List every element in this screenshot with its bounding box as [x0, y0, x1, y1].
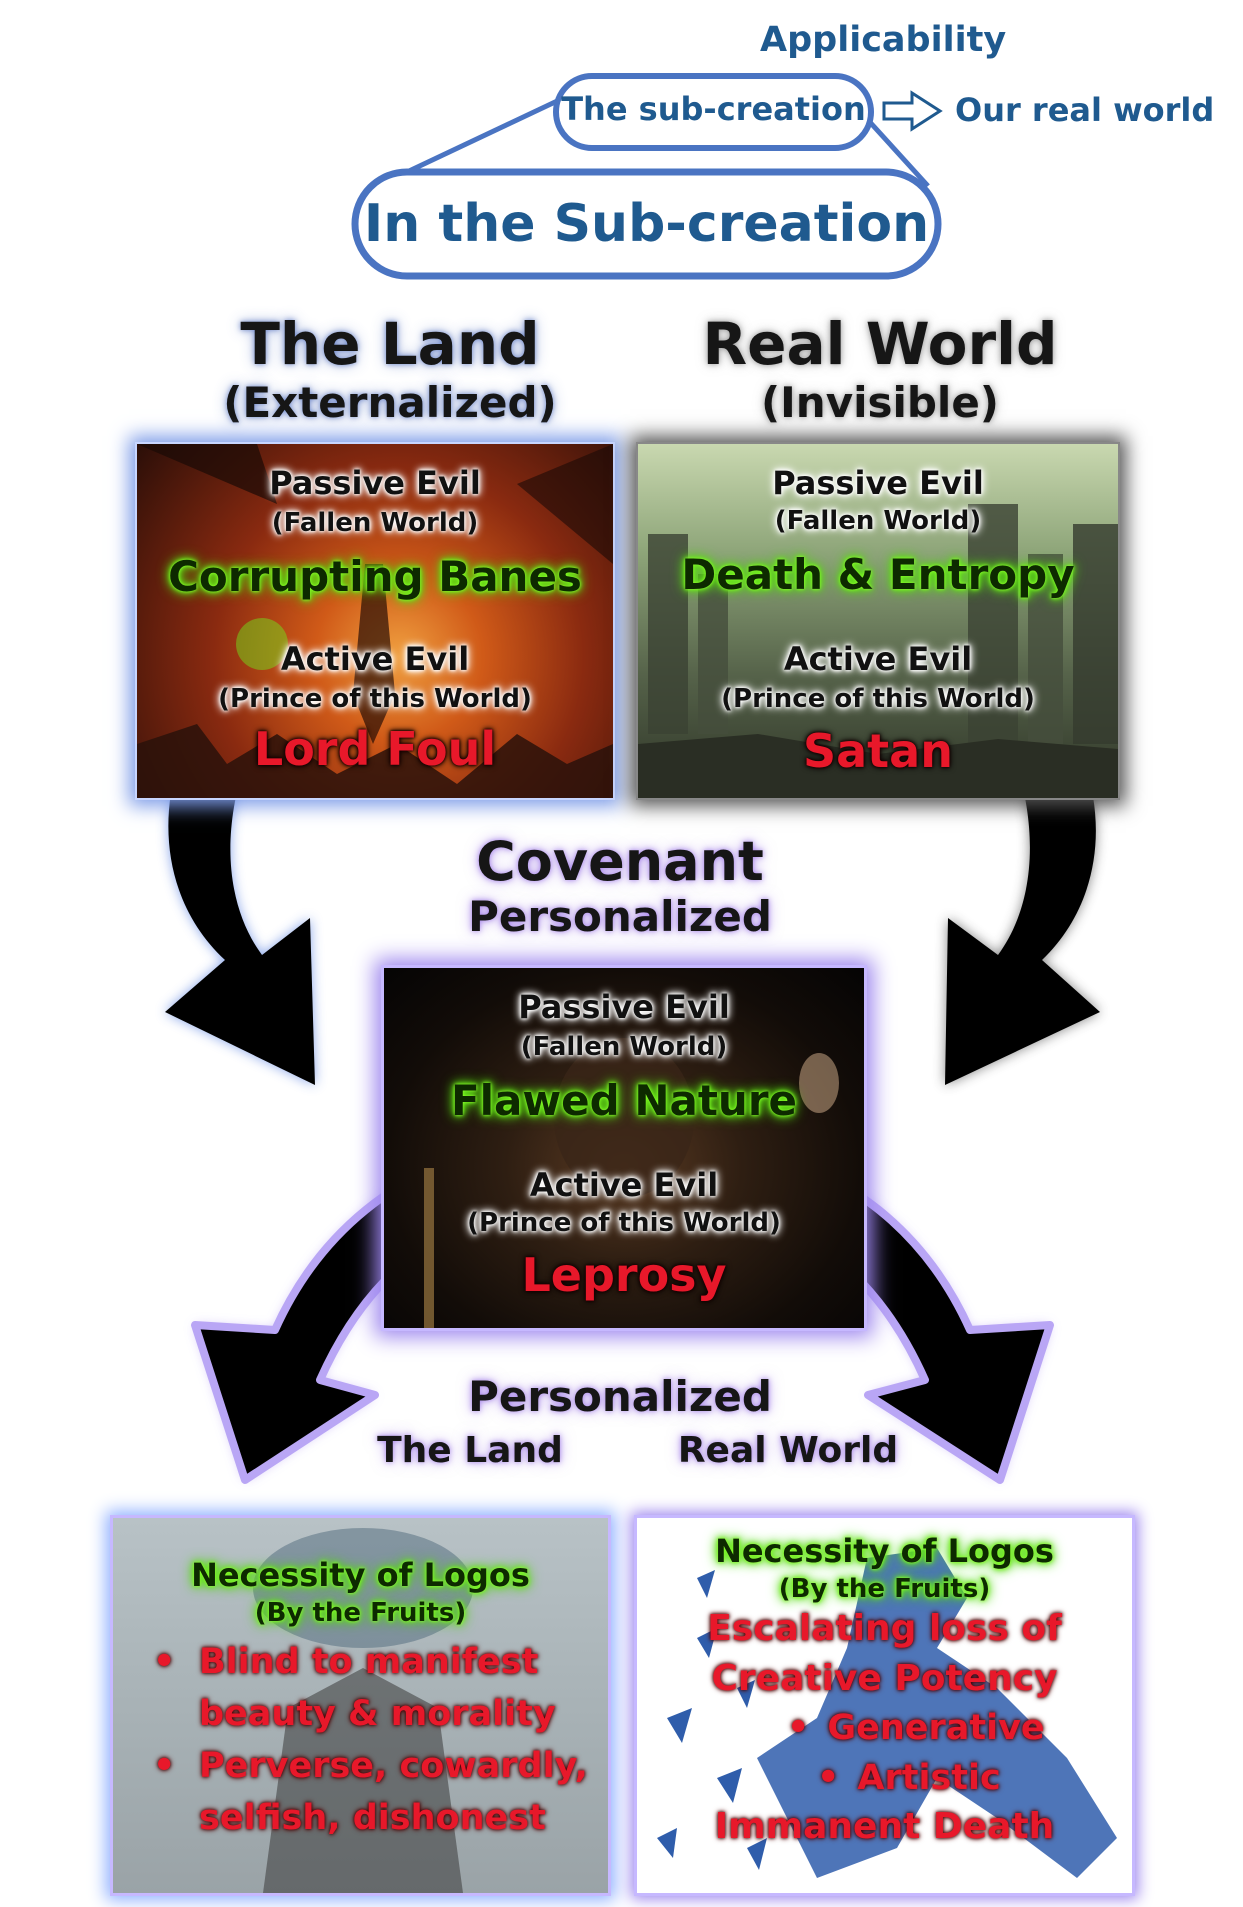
- real-world-label: Our real world: [955, 91, 1215, 129]
- personalized-land: The Land: [377, 1430, 563, 1471]
- covenant-passive-value: Flawed Nature: [450, 1076, 798, 1125]
- land-panel: Passive Evil (Fallen World) Corrupting B…: [137, 444, 613, 798]
- logos-realworld-bullet-2: •Artistic: [817, 1758, 1001, 1798]
- shattered-figure-backdrop: [657, 1548, 1117, 1878]
- covenant-fallen-label: (Fallen World): [520, 1032, 728, 1062]
- personalized-realworld: Real World: [677, 1430, 899, 1471]
- logos-land-bullet-1: • Blind to manifest beauty & morality: [153, 1642, 556, 1734]
- covenant-title: Covenant: [476, 830, 764, 893]
- covenant-passive-label: Passive Evil: [518, 988, 730, 1026]
- connector-right: [866, 118, 930, 188]
- right-arrow-icon: [882, 90, 943, 132]
- realworld-subtitle: (Invisible): [760, 378, 1000, 427]
- realworld-passive-label: Passive Evil: [772, 464, 984, 502]
- land-fallen-label: (Fallen World): [271, 508, 479, 538]
- covenant-prince-label: (Prince of this World): [467, 1208, 781, 1238]
- land-title: The Land: [240, 310, 540, 378]
- logos-land-panel: Necessity of Logos (By the Fruits) • Bli…: [113, 1518, 608, 1893]
- realworld-title: Real World: [702, 310, 1058, 378]
- logos-realworld-bullet-1: •Generative: [787, 1708, 1045, 1748]
- covenant-active-value: Leprosy: [521, 1248, 727, 1302]
- applicability-diagram: [351, 73, 943, 280]
- connector-left: [388, 91, 574, 183]
- logos-land-backdrop: [253, 1528, 473, 1893]
- logos-land-sub: (By the Fruits): [254, 1598, 467, 1628]
- personalized-title: Personalized: [468, 1372, 772, 1421]
- realworld-backdrop: [638, 504, 1118, 798]
- main-title-bubble: [351, 168, 942, 280]
- realworld-panel: Passive Evil (Fallen World) Death & Entr…: [638, 444, 1118, 798]
- realworld-active-label: Active Evil: [783, 640, 973, 678]
- covenant-panel: Passive Evil (Fallen World) Flawed Natur…: [384, 968, 864, 1328]
- land-active-label: Active Evil: [280, 640, 470, 678]
- applicability-title: Applicability: [760, 20, 1007, 60]
- logos-realworld-line1: Escalating loss of: [707, 1608, 1062, 1649]
- covenant-active-label: Active Evil: [529, 1166, 719, 1204]
- covenant-subtitle: Personalized: [468, 892, 772, 941]
- logos-realworld-sub: (By the Fruits): [778, 1574, 991, 1604]
- land-prince-label: (Prince of this World): [218, 684, 532, 714]
- logos-land-bullet-2: • Perverse, cowardly, selfish, dishonest: [153, 1746, 588, 1838]
- land-passive-label: Passive Evil: [269, 464, 481, 502]
- sub-creation-bubble: [553, 73, 874, 151]
- land-passive-value: Corrupting Banes: [168, 552, 582, 601]
- logos-realworld-line3: Immanent Death: [714, 1806, 1055, 1847]
- land-backdrop: [137, 444, 613, 798]
- realworld-fallen-label: (Fallen World): [774, 506, 982, 536]
- logos-land-heading: Necessity of Logos: [191, 1556, 530, 1594]
- logos-realworld-line2: Creative Potency: [711, 1658, 1058, 1699]
- covenant-backdrop: [424, 1038, 839, 1328]
- logos-realworld-panel: Necessity of Logos (By the Fruits) Escal…: [637, 1518, 1132, 1893]
- realworld-passive-value: Death & Entropy: [681, 550, 1075, 599]
- green-glow: [236, 618, 288, 670]
- land-active-value: Lord Foul: [253, 722, 497, 776]
- realworld-active-value: Satan: [803, 724, 953, 778]
- logos-realworld-heading: Necessity of Logos: [715, 1532, 1054, 1570]
- land-subtitle: (Externalized): [223, 378, 557, 427]
- sub-creation-label: The sub-creation: [561, 90, 866, 128]
- land-down-arrow: [165, 710, 315, 1085]
- main-title: In the Sub-creation: [363, 194, 930, 254]
- realworld-prince-label: (Prince of this World): [721, 684, 1035, 714]
- realworld-down-arrow: [945, 710, 1100, 1085]
